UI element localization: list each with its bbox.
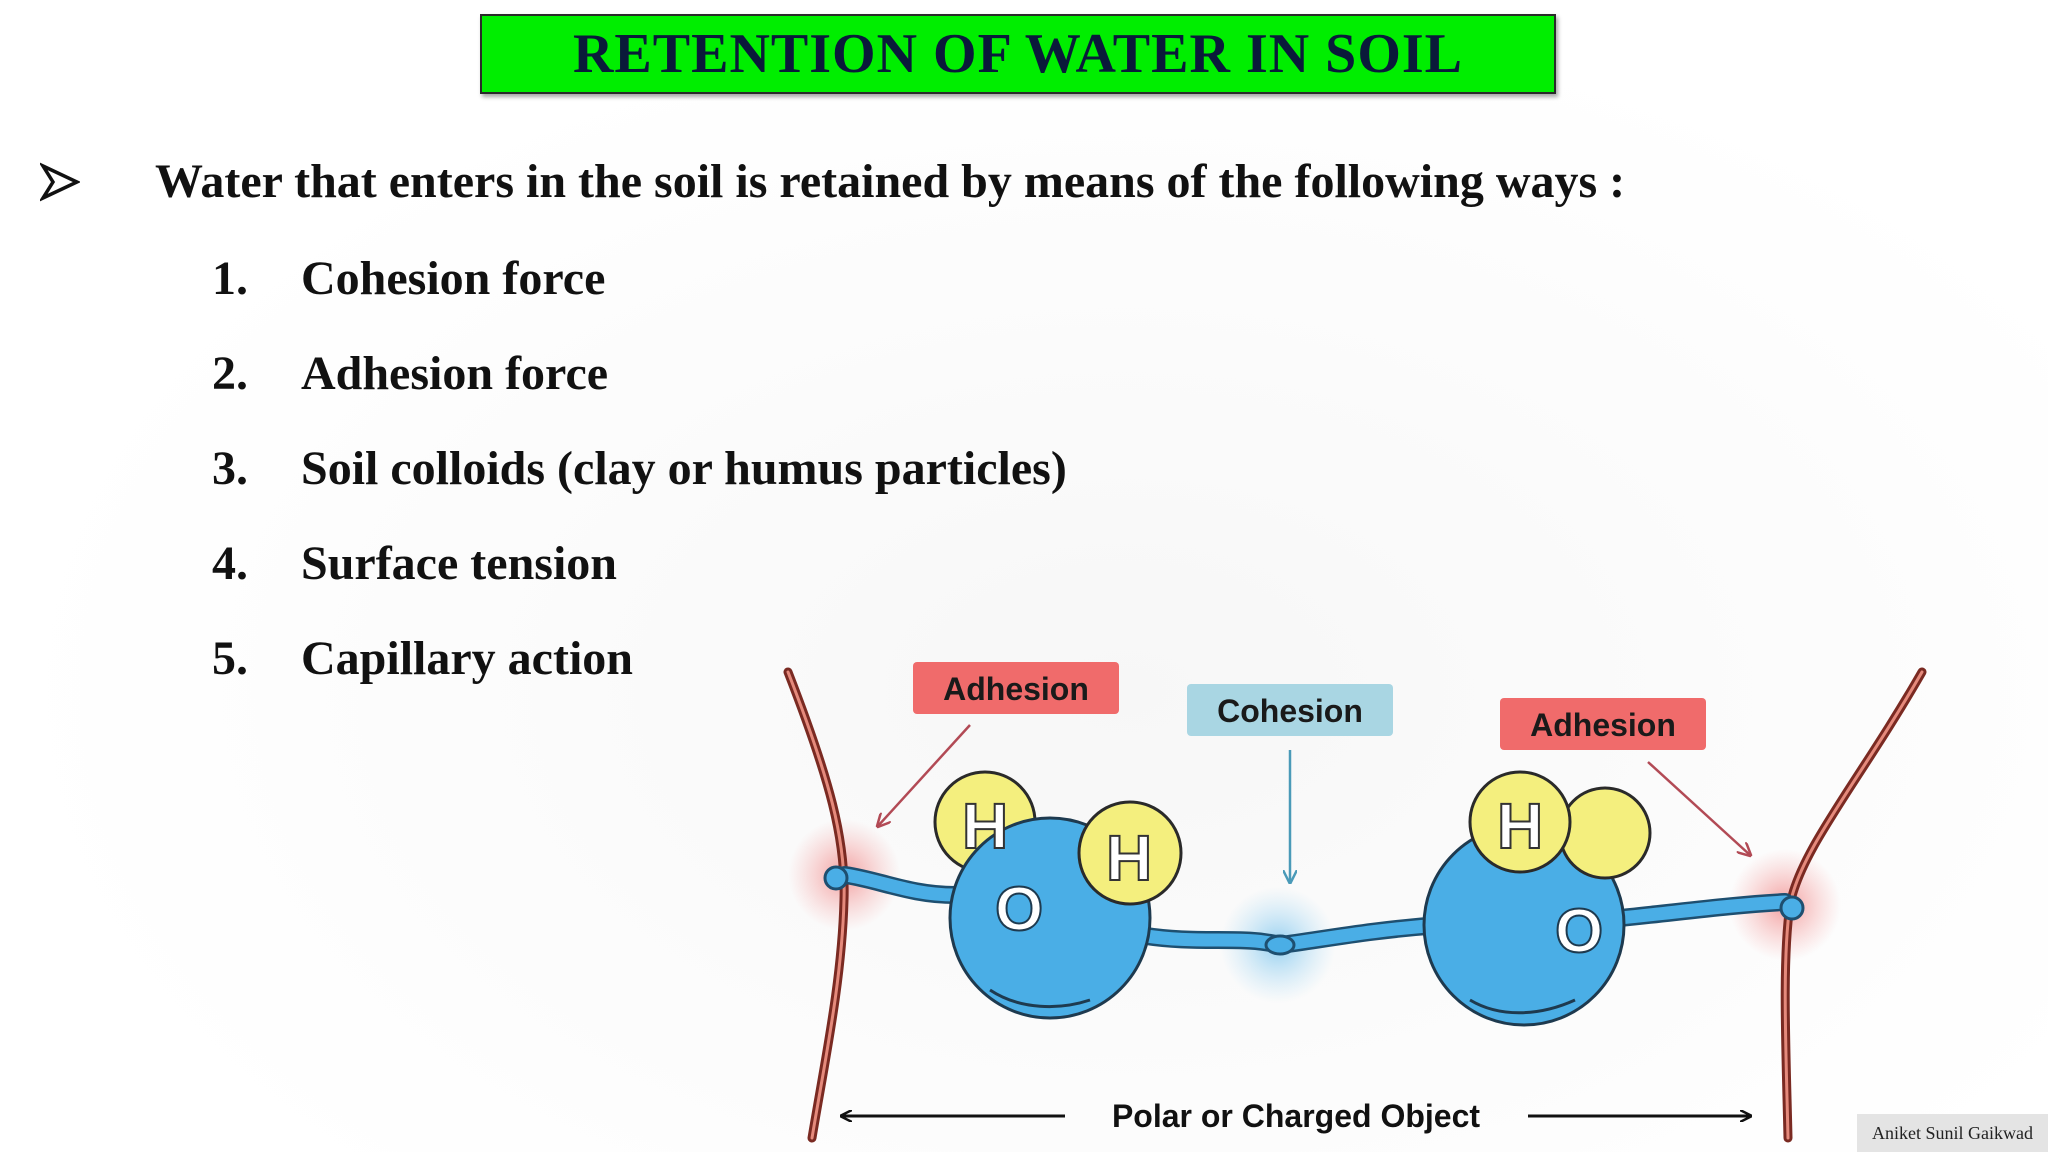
adhesion-label-right: Adhesion	[1530, 707, 1676, 743]
list-number: 1.	[212, 252, 248, 305]
adhesion-label-left: Adhesion	[943, 671, 1089, 707]
list-item: 2. Adhesion force	[212, 350, 1067, 445]
o-label-left: O	[995, 875, 1043, 944]
list-item: 1. Cohesion force	[212, 255, 1067, 350]
intro-bullet: Water that enters in the soil is retaine…	[40, 158, 1625, 206]
h-label-left-1: H	[962, 790, 1008, 862]
list-text: Soil colloids (clay or humus particles)	[301, 442, 1067, 495]
adhesion-tag-right	[1500, 698, 1706, 750]
list-text: Capillary action	[301, 632, 633, 685]
hydrogen-atom-left-2	[1077, 800, 1183, 906]
title-banner: RETENTION OF WATER IN SOIL	[480, 14, 1556, 94]
list-text: Cohesion force	[301, 252, 606, 305]
list-number: 5.	[212, 632, 248, 685]
author-credit: Aniket Sunil Gaikwad	[1857, 1114, 2048, 1152]
h-label-right-1: H	[1497, 790, 1543, 862]
water-molecule-diagram: H H O H O Adhesion Cohesion Adhesion Pol…	[783, 662, 1927, 1143]
cohesion-tag	[1187, 684, 1393, 736]
hydrogen-atom-right-2	[1558, 786, 1652, 880]
list-item: 5. Capillary action	[212, 635, 1067, 730]
slide-title: RETENTION OF WATER IN SOIL	[572, 23, 1464, 85]
adhesion-arrow-right	[1647, 761, 1750, 855]
adhesion-tag-left	[913, 662, 1119, 714]
cohesion-label: Cohesion	[1217, 693, 1363, 729]
retention-list: 1. Cohesion force 2. Adhesion force 3. S…	[212, 255, 1067, 730]
arrow-bullet-icon	[40, 162, 80, 202]
list-item: 4. Surface tension	[212, 540, 1067, 635]
list-text: Adhesion force	[301, 347, 609, 400]
h-label-left-2: H	[1106, 822, 1152, 894]
list-item: 3. Soil colloids (clay or humus particle…	[212, 445, 1067, 540]
list-number: 3.	[212, 442, 248, 495]
adhesion-arrow-left	[878, 724, 971, 826]
list-text: Surface tension	[301, 537, 617, 590]
intro-text: Water that enters in the soil is retaine…	[155, 155, 1626, 208]
list-number: 4.	[212, 537, 248, 590]
list-number: 2.	[212, 347, 248, 400]
polar-object-label: Polar or Charged Object	[1112, 1098, 1480, 1134]
hydrogen-atom-right-1	[1468, 770, 1572, 874]
left-wall-inner	[786, 670, 846, 1140]
o-label-right: O	[1555, 897, 1603, 966]
